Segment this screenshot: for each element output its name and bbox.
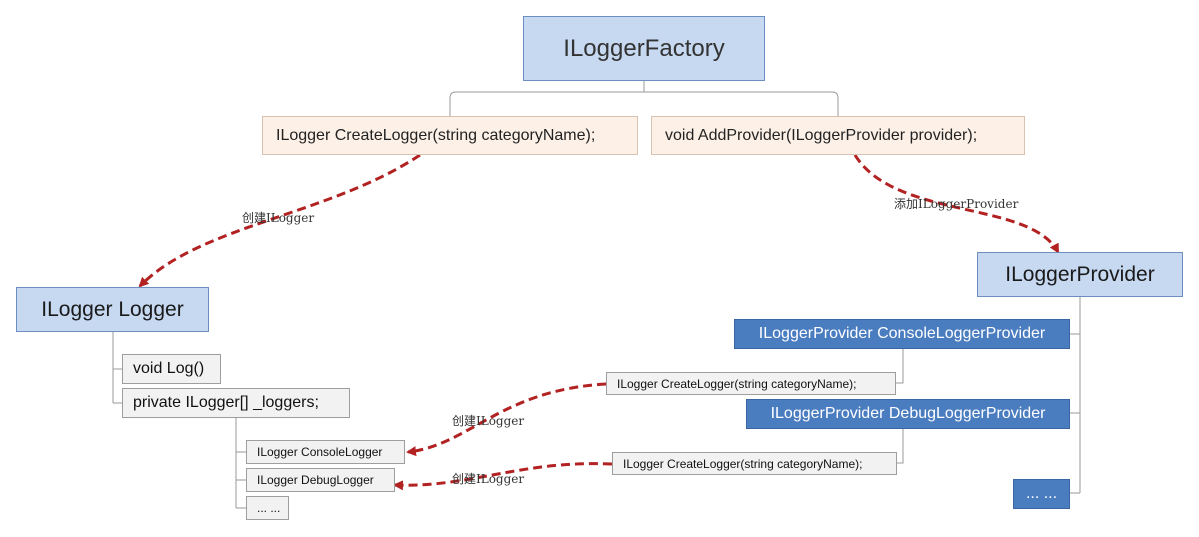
more-providers-item: ... ...	[1013, 479, 1070, 509]
console-logger-item: ILogger ConsoleLogger	[246, 440, 405, 464]
factory-add-provider-method: void AddProvider(ILoggerProvider provide…	[651, 116, 1025, 155]
arrow-create-logger	[138, 153, 421, 288]
factory-create-logger-method: ILogger CreateLogger(string categoryName…	[262, 116, 638, 155]
logger-loggers-field: private ILogger[] _loggers;	[122, 388, 350, 418]
add-provider-arrow-label: 添加ILoggerProvider	[894, 197, 1019, 211]
debug-logger-item: ILogger DebugLogger	[246, 468, 395, 492]
logger-provider-box: ILoggerProvider	[977, 252, 1183, 297]
console-provider-create-logger-method: ILogger CreateLogger(string categoryName…	[606, 372, 896, 395]
arrow-create-console	[406, 382, 607, 457]
arrow-add-provider	[853, 154, 1060, 254]
logger-factory-box: ILoggerFactory	[523, 16, 765, 81]
provider-tree-lines	[896, 297, 1081, 494]
logger-log-method: void Log()	[122, 354, 221, 384]
debug-logger-provider-item: ILoggerProvider DebugLoggerProvider	[746, 399, 1070, 429]
create-logger-arrow-label: 创建ILogger	[242, 211, 315, 225]
console-logger-provider-item: ILoggerProvider ConsoleLoggerProvider	[734, 319, 1070, 349]
create-debug-logger-arrow-label: 创建ILogger	[452, 472, 525, 486]
debug-provider-create-logger-method: ILogger CreateLogger(string categoryName…	[612, 452, 897, 475]
logger-box: ILogger Logger	[16, 287, 209, 332]
create-console-logger-arrow-label: 创建ILogger	[452, 414, 525, 428]
logger-tree-lines	[112, 332, 246, 509]
more-loggers-item: ... ...	[246, 496, 289, 520]
factory-bracket	[449, 81, 839, 116]
arrow-create-debug	[393, 462, 613, 491]
